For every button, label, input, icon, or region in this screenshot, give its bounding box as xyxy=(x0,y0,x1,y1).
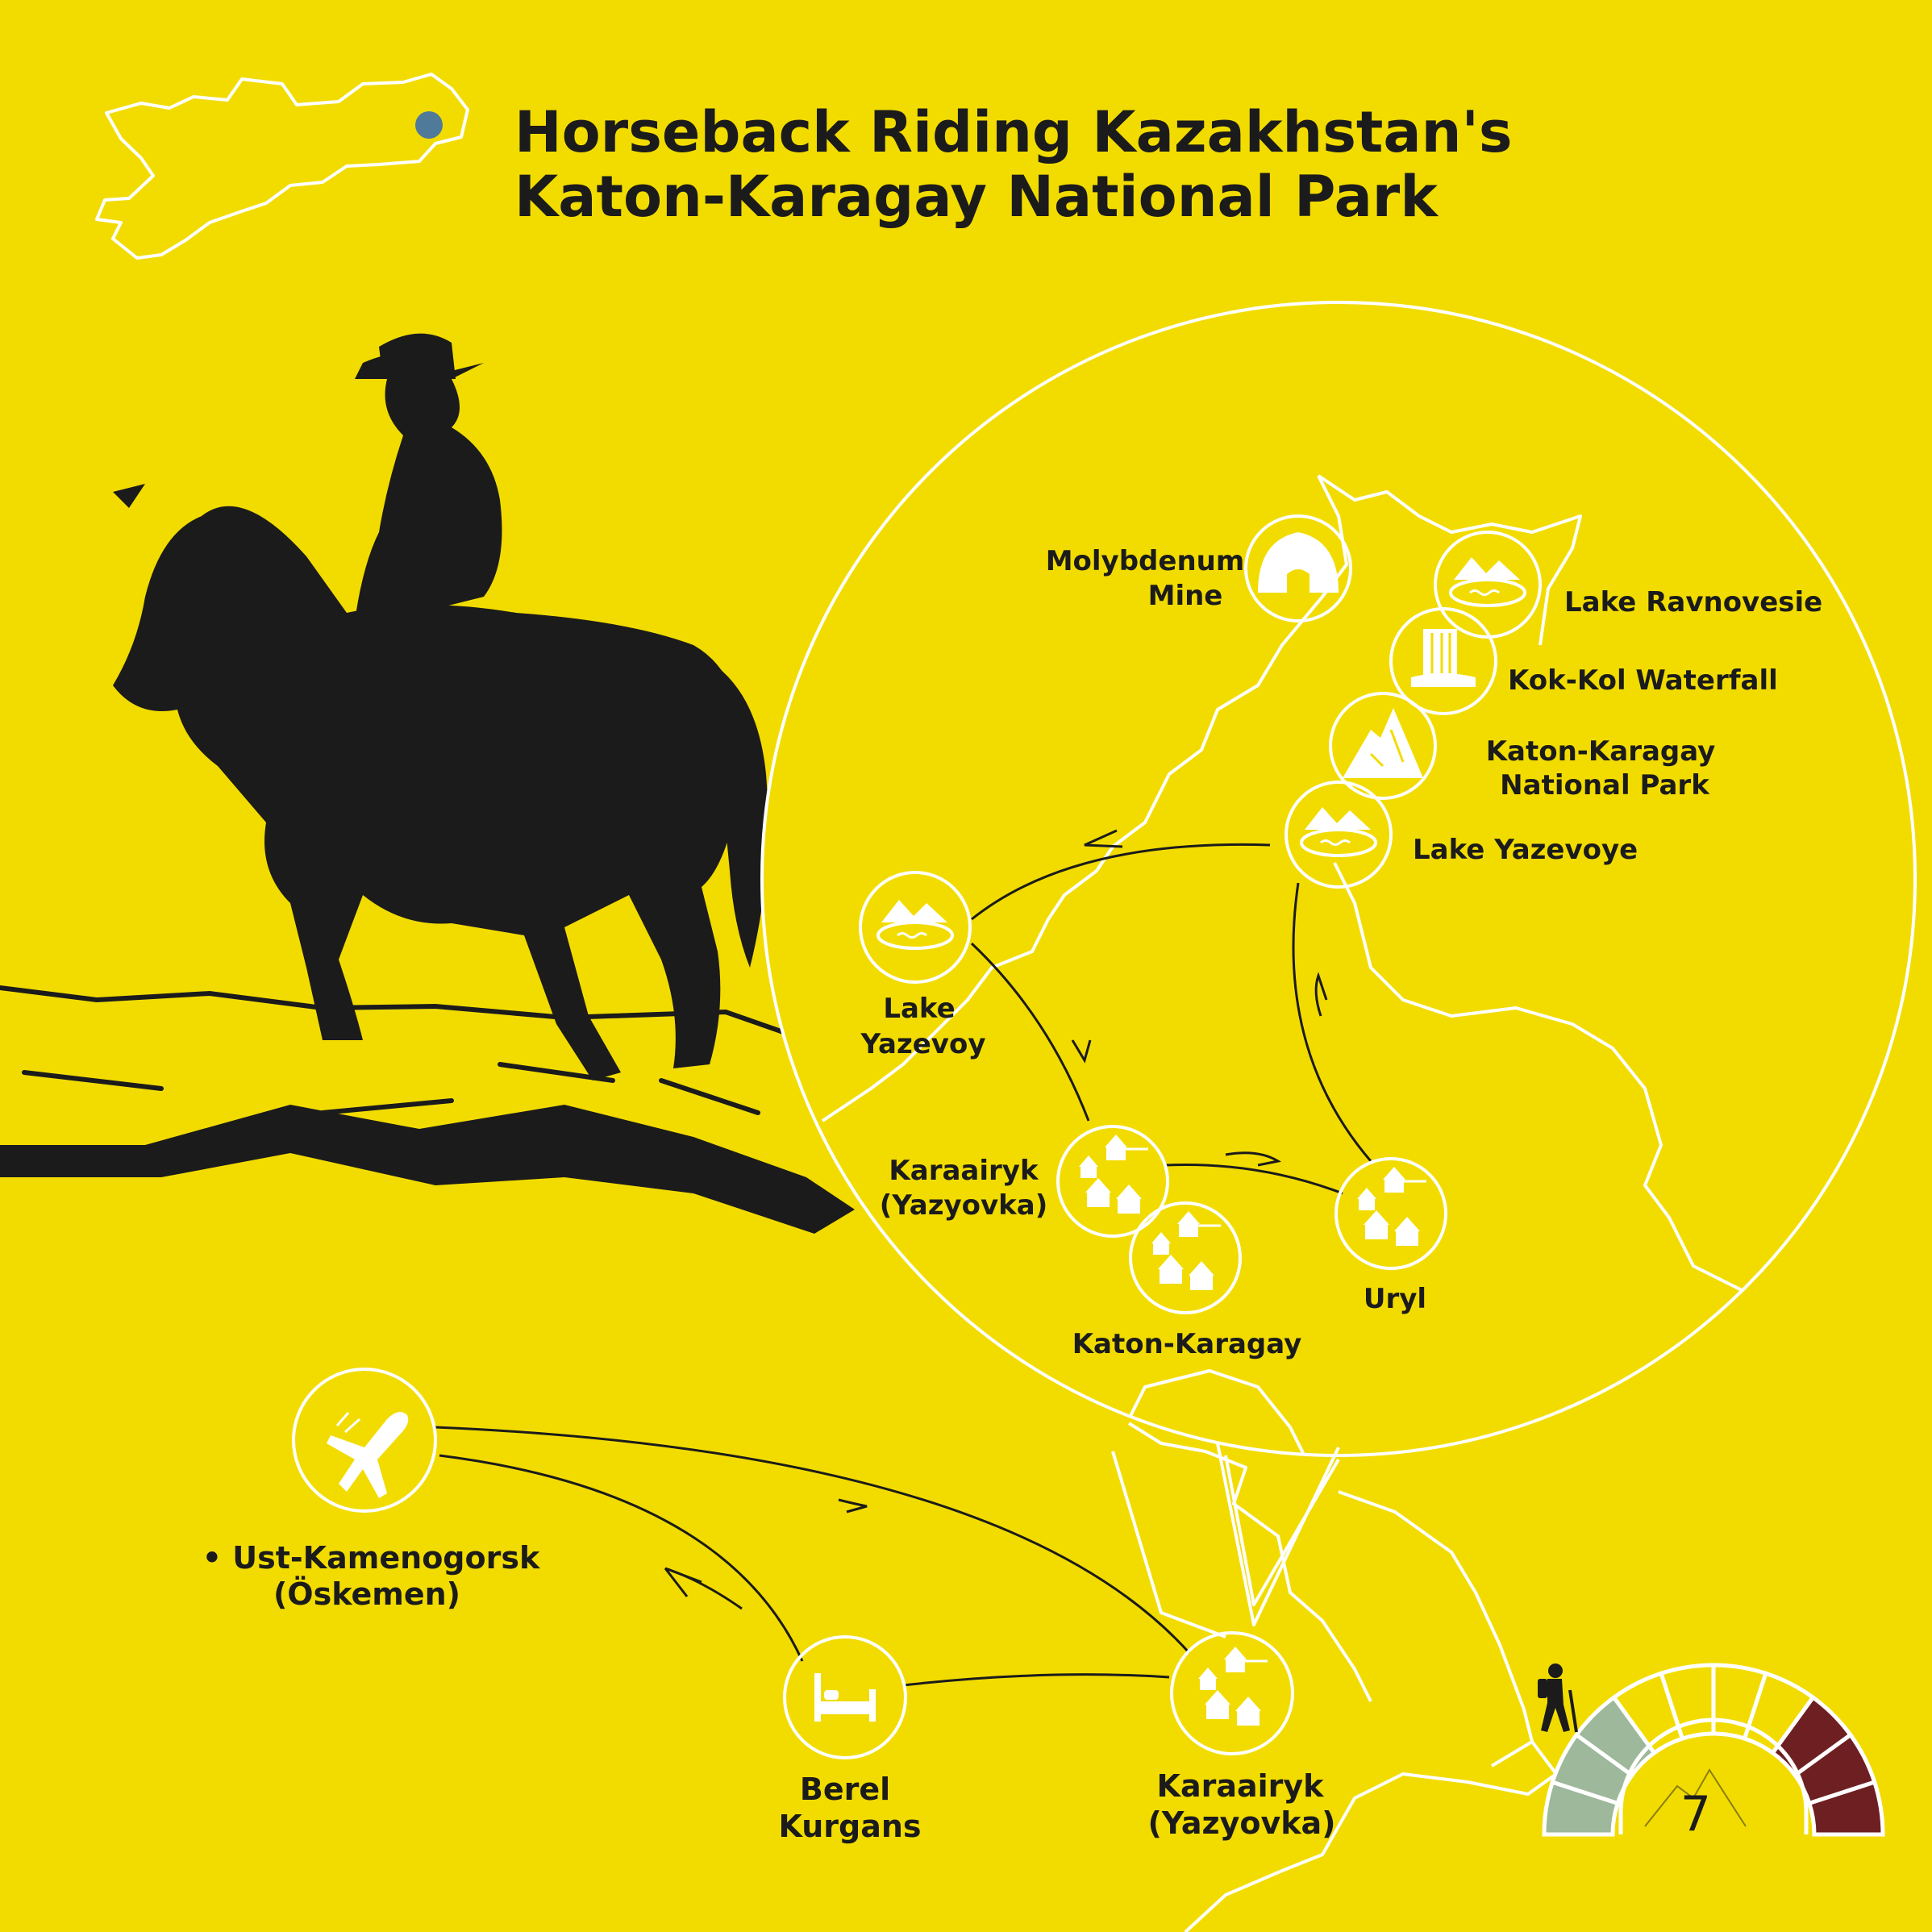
place-karaairyk-main[interactable]: Karaairyk (Yazyovka) xyxy=(1147,1631,1336,1841)
svg-text:(Yazyovka): (Yazyovka) xyxy=(880,1189,1048,1222)
inset-routes xyxy=(970,829,1372,1195)
svg-text:Kurgans: Kurgans xyxy=(778,1809,921,1844)
svg-text:National Park: National Park xyxy=(1500,769,1710,802)
svg-text:Mine: Mine xyxy=(1148,580,1223,612)
difficulty-value: 7 xyxy=(1680,1786,1711,1842)
svg-text:Karaairyk: Karaairyk xyxy=(889,1155,1039,1187)
svg-text:Yazevoy: Yazevoy xyxy=(860,1028,986,1060)
hiker-icon xyxy=(1538,1663,1578,1733)
place-ust-kamenogorsk[interactable]: • Ust-Kamenogorsk (Öskemen) xyxy=(202,1368,540,1612)
place-katon-karagay-village[interactable]: Katon-Karagay xyxy=(1072,1201,1302,1360)
svg-text:Kok-Kol Waterfall: Kok-Kol Waterfall xyxy=(1508,664,1778,697)
place-molybdenum[interactable]: Molybdenum Mine xyxy=(1046,514,1352,622)
place-kok-kol-waterfall[interactable]: Kok-Kol Waterfall xyxy=(1389,607,1778,715)
airplane-icon xyxy=(327,1412,409,1498)
title-line-1: Horseback Riding Kazakhstan's xyxy=(514,99,1513,165)
inset-pointer xyxy=(1216,1443,1340,1626)
place-berel-kurgans[interactable]: Berel Kurgans xyxy=(778,1635,922,1844)
title-line-2: Katon-Karagay National Park xyxy=(514,164,1439,230)
gauge-segment xyxy=(1806,1779,1885,1837)
place-lake-yazevoy[interactable]: Lake Yazevoy xyxy=(859,871,986,1060)
inset-map xyxy=(760,301,1917,1457)
bed-icon xyxy=(814,1673,876,1722)
svg-text:Katon-Karagay: Katon-Karagay xyxy=(1486,735,1716,768)
place-lake-ravnovesie[interactable]: Lake Ravnovesie xyxy=(1434,531,1822,639)
svg-text:Karaairyk: Karaairyk xyxy=(1157,1768,1325,1804)
country-outline xyxy=(95,73,469,260)
svg-text:• Ust-Kamenogorsk: • Ust-Kamenogorsk xyxy=(202,1540,540,1576)
svg-text:Katon-Karagay: Katon-Karagay xyxy=(1072,1328,1302,1360)
place-katon-karagay-national-park[interactable]: Katon-Karagay National Park xyxy=(1329,692,1716,802)
svg-text:Lake: Lake xyxy=(883,993,955,1025)
svg-text:Lake Ravnovesie: Lake Ravnovesie xyxy=(1564,586,1822,618)
svg-text:Molybdenum: Molybdenum xyxy=(1046,545,1245,577)
svg-text:(Öskemen): (Öskemen) xyxy=(273,1576,460,1612)
svg-text:Uryl: Uryl xyxy=(1364,1283,1426,1315)
region-outline-main xyxy=(1111,1422,1558,1932)
mine-tunnel-icon xyxy=(1258,532,1339,593)
yurt-camp-icon xyxy=(1197,1645,1269,1727)
place-lake-yazevoye[interactable]: Lake Yazevoye xyxy=(1285,781,1638,889)
place-uryl[interactable]: Uryl xyxy=(1334,1157,1447,1315)
difficulty-gauge: 7 xyxy=(1542,1663,1885,1842)
mountain-peak-icon xyxy=(1343,708,1423,778)
waterfall-icon xyxy=(1411,629,1476,687)
horse-rider-illustration xyxy=(0,333,855,1234)
svg-text:Berel: Berel xyxy=(800,1772,890,1807)
svg-text:(Yazyovka): (Yazyovka) xyxy=(1147,1805,1335,1841)
svg-text:Lake Yazevoye: Lake Yazevoye xyxy=(1413,834,1638,866)
mountain-sketch-icon xyxy=(1644,1768,1747,1827)
location-marker xyxy=(415,111,443,139)
place-karaairyk-inset[interactable]: Karaairyk (Yazyovka) xyxy=(880,1125,1169,1238)
main-routes xyxy=(435,1426,1191,1687)
